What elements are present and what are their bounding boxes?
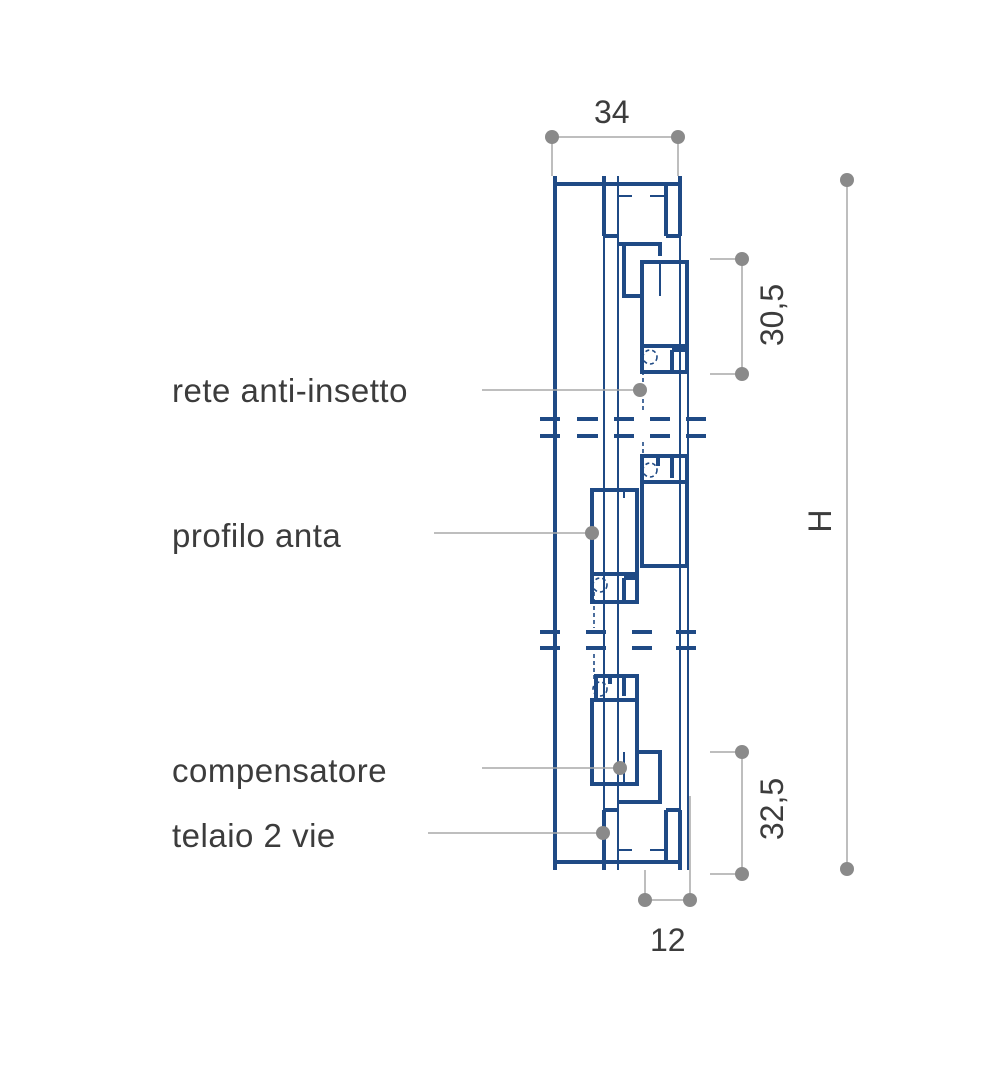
break-lines-upper [540,417,706,438]
dimension-label-h: H [802,509,838,533]
break-lines-lower [540,630,696,650]
upper-sash-profile [640,260,689,410]
label-compensatore: compensatore [172,752,388,789]
lower-sash-profile [590,654,662,790]
dimension-h [840,173,854,876]
dimension-34 [545,130,685,176]
label-profilo-anta: profilo anta [172,517,342,554]
label-telaio-2-vie: telaio 2 vie [172,817,336,854]
dimension-label-32-5: 32,5 [754,777,790,841]
dimension-32-5 [710,745,749,881]
middle-sash-profiles [590,442,689,628]
leader-telaio [428,826,610,840]
dimension-label-34: 34 [594,94,630,130]
leader-profilo [434,526,599,540]
dimension-30-5 [710,252,749,381]
dimension-12 [638,796,697,907]
dimension-label-12: 12 [650,922,686,958]
leader-rete [482,383,647,397]
frame-profile [553,176,689,870]
leader-compensatore [482,761,627,775]
dimension-label-30-5: 30,5 [754,283,790,347]
label-rete-anti-insetto: rete anti-insetto [172,372,408,409]
